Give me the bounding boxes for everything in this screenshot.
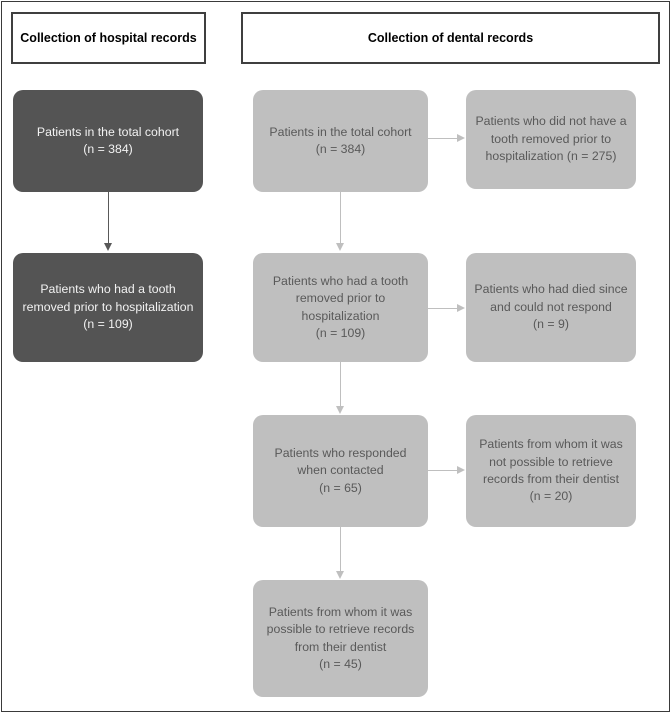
node-hospital-total-cohort-label: Patients in the total cohort (n = 384): [36, 124, 180, 156]
node-dental-responded: Patients who responded when contacted (n…: [253, 415, 428, 527]
node-dental-records-retrieved: Patients from whom it was possible to re…: [253, 580, 428, 697]
connector-dental-responded-to-records-retrieved: [340, 527, 341, 572]
connector-exclusion-no-records: [428, 470, 458, 471]
connector-exclusion-died: [428, 308, 458, 309]
node-excluded-no-records: Patients from whom it was not possible t…: [466, 415, 636, 527]
column-header-hospital-label: Collection of hospital records: [20, 30, 197, 45]
node-hospital-tooth-removed-label: Patients who had a tooth removed prior t…: [22, 282, 194, 332]
node-excluded-no-tooth-removed: Patients who did not have a tooth remove…: [466, 90, 636, 189]
arrowhead-dental-cohort-to-tooth-removed: [335, 243, 344, 251]
arrowhead-exclusion-no-tooth-removed: [457, 134, 465, 142]
connector-hospital-cohort-to-tooth-removed: [108, 192, 109, 244]
node-excluded-no-tooth-removed-label: Patients who did not have a tooth remove…: [475, 114, 627, 164]
arrowhead-exclusion-no-records: [457, 466, 465, 474]
arrowhead-hospital-cohort-to-tooth-removed: [103, 243, 112, 251]
node-dental-records-retrieved-label: Patients from whom it was possible to re…: [266, 604, 415, 671]
node-hospital-tooth-removed: Patients who had a tooth removed prior t…: [13, 253, 203, 362]
connector-exclusion-no-tooth-removed: [428, 138, 458, 139]
column-header-dental-records: Collection of dental records: [241, 12, 660, 64]
node-dental-responded-label: Patients who responded when contacted (n…: [274, 445, 407, 495]
connector-dental-cohort-to-tooth-removed: [340, 192, 341, 244]
node-hospital-total-cohort: Patients in the total cohort (n = 384): [13, 90, 203, 192]
node-excluded-died-label: Patients who had died since and could no…: [474, 282, 628, 332]
node-dental-total-cohort: Patients in the total cohort (n = 384): [253, 90, 428, 192]
arrowhead-dental-tooth-removed-to-responded: [335, 406, 344, 414]
connector-dental-tooth-removed-to-responded: [340, 362, 341, 407]
node-excluded-no-records-label: Patients from whom it was not possible t…: [479, 437, 623, 504]
node-dental-tooth-removed: Patients who had a tooth removed prior t…: [253, 253, 428, 362]
node-dental-tooth-removed-label: Patients who had a tooth removed prior t…: [272, 273, 409, 340]
column-header-hospital-records: Collection of hospital records: [11, 12, 206, 64]
arrowhead-exclusion-died: [457, 304, 465, 312]
column-header-dental-label: Collection of dental records: [367, 30, 534, 45]
arrowhead-dental-responded-to-records-retrieved: [335, 571, 344, 579]
node-dental-total-cohort-label: Patients in the total cohort (n = 384): [269, 124, 412, 156]
node-excluded-died: Patients who had died since and could no…: [466, 253, 636, 362]
